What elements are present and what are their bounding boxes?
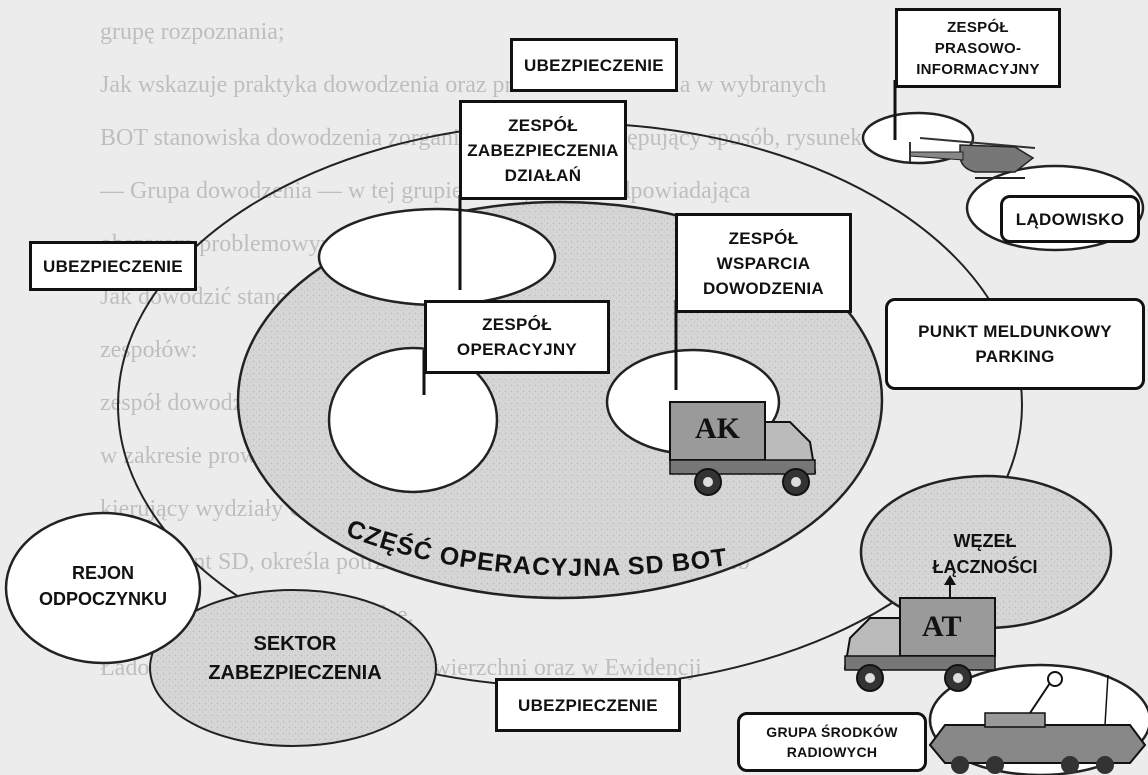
zespol-wsparcia-dowodzenia-box: ZESPÓŁ WSPARCIA DOWODZENIA bbox=[675, 213, 852, 313]
ubezpieczenie-bottom-box: UBEZPIECZENIE bbox=[495, 678, 681, 732]
rejon-odpoczynku-label: REJON ODPOCZYNKU bbox=[38, 563, 167, 609]
rejon-odpoczynku-oval bbox=[4, 511, 202, 665]
ladowisko-box: LĄDOWISKO bbox=[1000, 195, 1140, 243]
wezel-arrow-head bbox=[944, 575, 956, 585]
zespol-operacyjny-box: ZESPÓŁ OPERACYJNY bbox=[424, 300, 610, 374]
truck-icon bbox=[669, 401, 817, 496]
zabezpieczenia-inner-oval bbox=[317, 207, 557, 307]
background-text-line: Jak wskazuje praktyka dowodzenia oraz pr… bbox=[100, 72, 827, 98]
helicopter-icon bbox=[909, 137, 1036, 179]
background-text-line: — Grupa dowodzenia — w tej grupie funkcj… bbox=[100, 178, 751, 204]
truck-icon bbox=[843, 597, 996, 692]
grupa-srodkow-radiowych-box: GRUPA ŚRODKÓW RADIOWYCH bbox=[737, 712, 927, 772]
background-text-line: grupę rozpoznania; bbox=[100, 19, 285, 45]
prasowo-inner-oval bbox=[861, 111, 975, 165]
sektor-zabezpieczenia-oval bbox=[149, 589, 437, 747]
punkt-meldunkowy-box: PUNKT MELDUNKOWY PARKING bbox=[885, 298, 1145, 390]
truck-at-label: AT bbox=[922, 610, 962, 643]
ubezpieczenie-left-box: UBEZPIECZENIE bbox=[29, 241, 197, 291]
armored-vehicle-icon bbox=[928, 671, 1147, 774]
zespol-prasowo-informacyjny-box: ZESPÓŁ PRASOWO- INFORMACYJNY bbox=[895, 8, 1061, 88]
background-text-line: zespołów: bbox=[100, 337, 198, 363]
zespol-zabezpieczenia-dzialan-box: ZESPÓŁ ZABEZPIECZENIA DZIAŁAŃ bbox=[459, 100, 627, 200]
ubezpieczenie-top-box: UBEZPIECZENIE bbox=[510, 38, 678, 92]
sektor-zabezpieczenia-label: SEKTOR ZABEZPIECZENIA bbox=[208, 633, 382, 684]
operacyjny-inner-oval bbox=[327, 346, 499, 494]
truck-ak-label: AK bbox=[695, 412, 740, 445]
wezel-lacznosci-label: WĘZEŁ ŁĄCZNOŚCI bbox=[932, 531, 1038, 577]
